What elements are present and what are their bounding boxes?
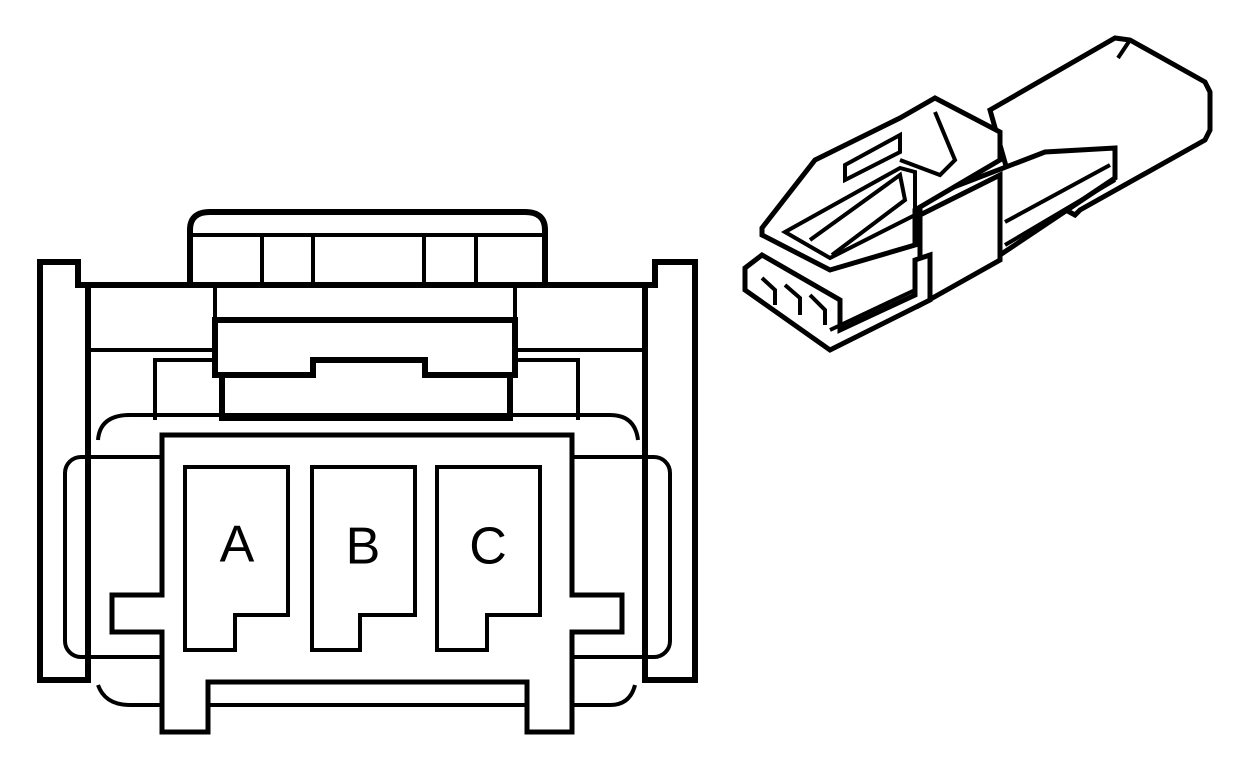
cavity-a xyxy=(183,465,290,652)
right-shoulder xyxy=(513,285,645,352)
terminal-insert xyxy=(109,432,625,735)
connector-isometric-view xyxy=(742,35,1213,353)
latch-slot xyxy=(843,131,902,184)
left-step xyxy=(153,358,218,420)
cavity-label-c: C xyxy=(469,518,507,576)
cavity-b xyxy=(310,465,417,652)
terminal-slots xyxy=(760,276,827,325)
front-nose xyxy=(742,251,933,353)
latch-housing xyxy=(187,209,548,288)
rear-ribs xyxy=(1003,163,1117,247)
mating-frame-lower xyxy=(96,684,637,707)
cavity-label-a: A xyxy=(220,516,255,574)
latch-lower-block xyxy=(219,372,513,421)
left-shoulder xyxy=(88,285,217,352)
nose-underside xyxy=(829,288,916,332)
latch-tongue xyxy=(212,317,518,378)
latch-ramp xyxy=(808,171,908,257)
cavity-c xyxy=(435,465,542,652)
mating-frame-upper xyxy=(96,413,640,441)
right-step xyxy=(512,358,580,420)
latch-inner-frame xyxy=(780,165,917,261)
connector-face-view: A B C xyxy=(37,209,698,735)
cavity-label-b: B xyxy=(346,518,381,576)
latch-arm xyxy=(899,111,958,178)
boot-edge xyxy=(1116,38,1132,60)
